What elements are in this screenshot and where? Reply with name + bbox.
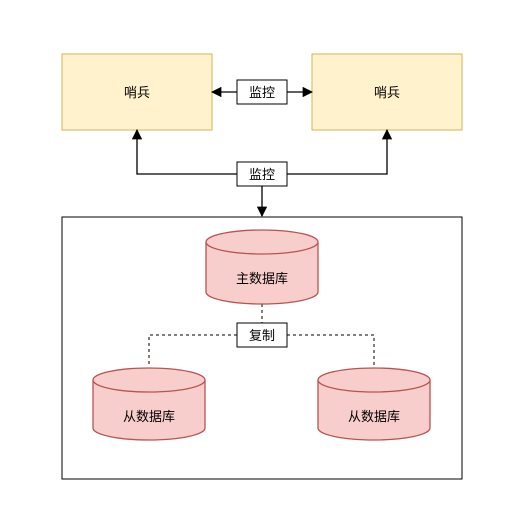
monitor-label-box-middle	[236, 161, 288, 187]
replication-line-right	[287, 334, 375, 367]
sentinel-label-left: 哨兵	[124, 86, 150, 101]
replication-label-box	[236, 322, 288, 348]
database-cluster-container	[61, 216, 463, 480]
master-database-label: 主数据库	[236, 271, 288, 287]
sentinel-box-right	[311, 53, 463, 131]
master-database-cylinder	[205, 229, 319, 305]
slave-database-cylinder-left	[92, 367, 206, 441]
slave-database-label-right: 从数据库	[348, 409, 400, 425]
sentinel-box-left	[61, 53, 213, 131]
monitor-label-middle: 监控	[249, 168, 275, 183]
monitor-line-left	[131, 128, 262, 175]
slave-database-label-left: 从数据库	[123, 409, 175, 425]
sentinel-label-right: 哨兵	[374, 86, 400, 101]
replication-label: 复制	[249, 329, 275, 344]
replication-line-left	[148, 334, 237, 367]
slave-database-cylinder-right	[317, 367, 431, 441]
monitor-label-box-top	[236, 79, 288, 105]
monitor-line-right	[262, 128, 393, 175]
monitor-label-top: 监控	[249, 86, 275, 101]
